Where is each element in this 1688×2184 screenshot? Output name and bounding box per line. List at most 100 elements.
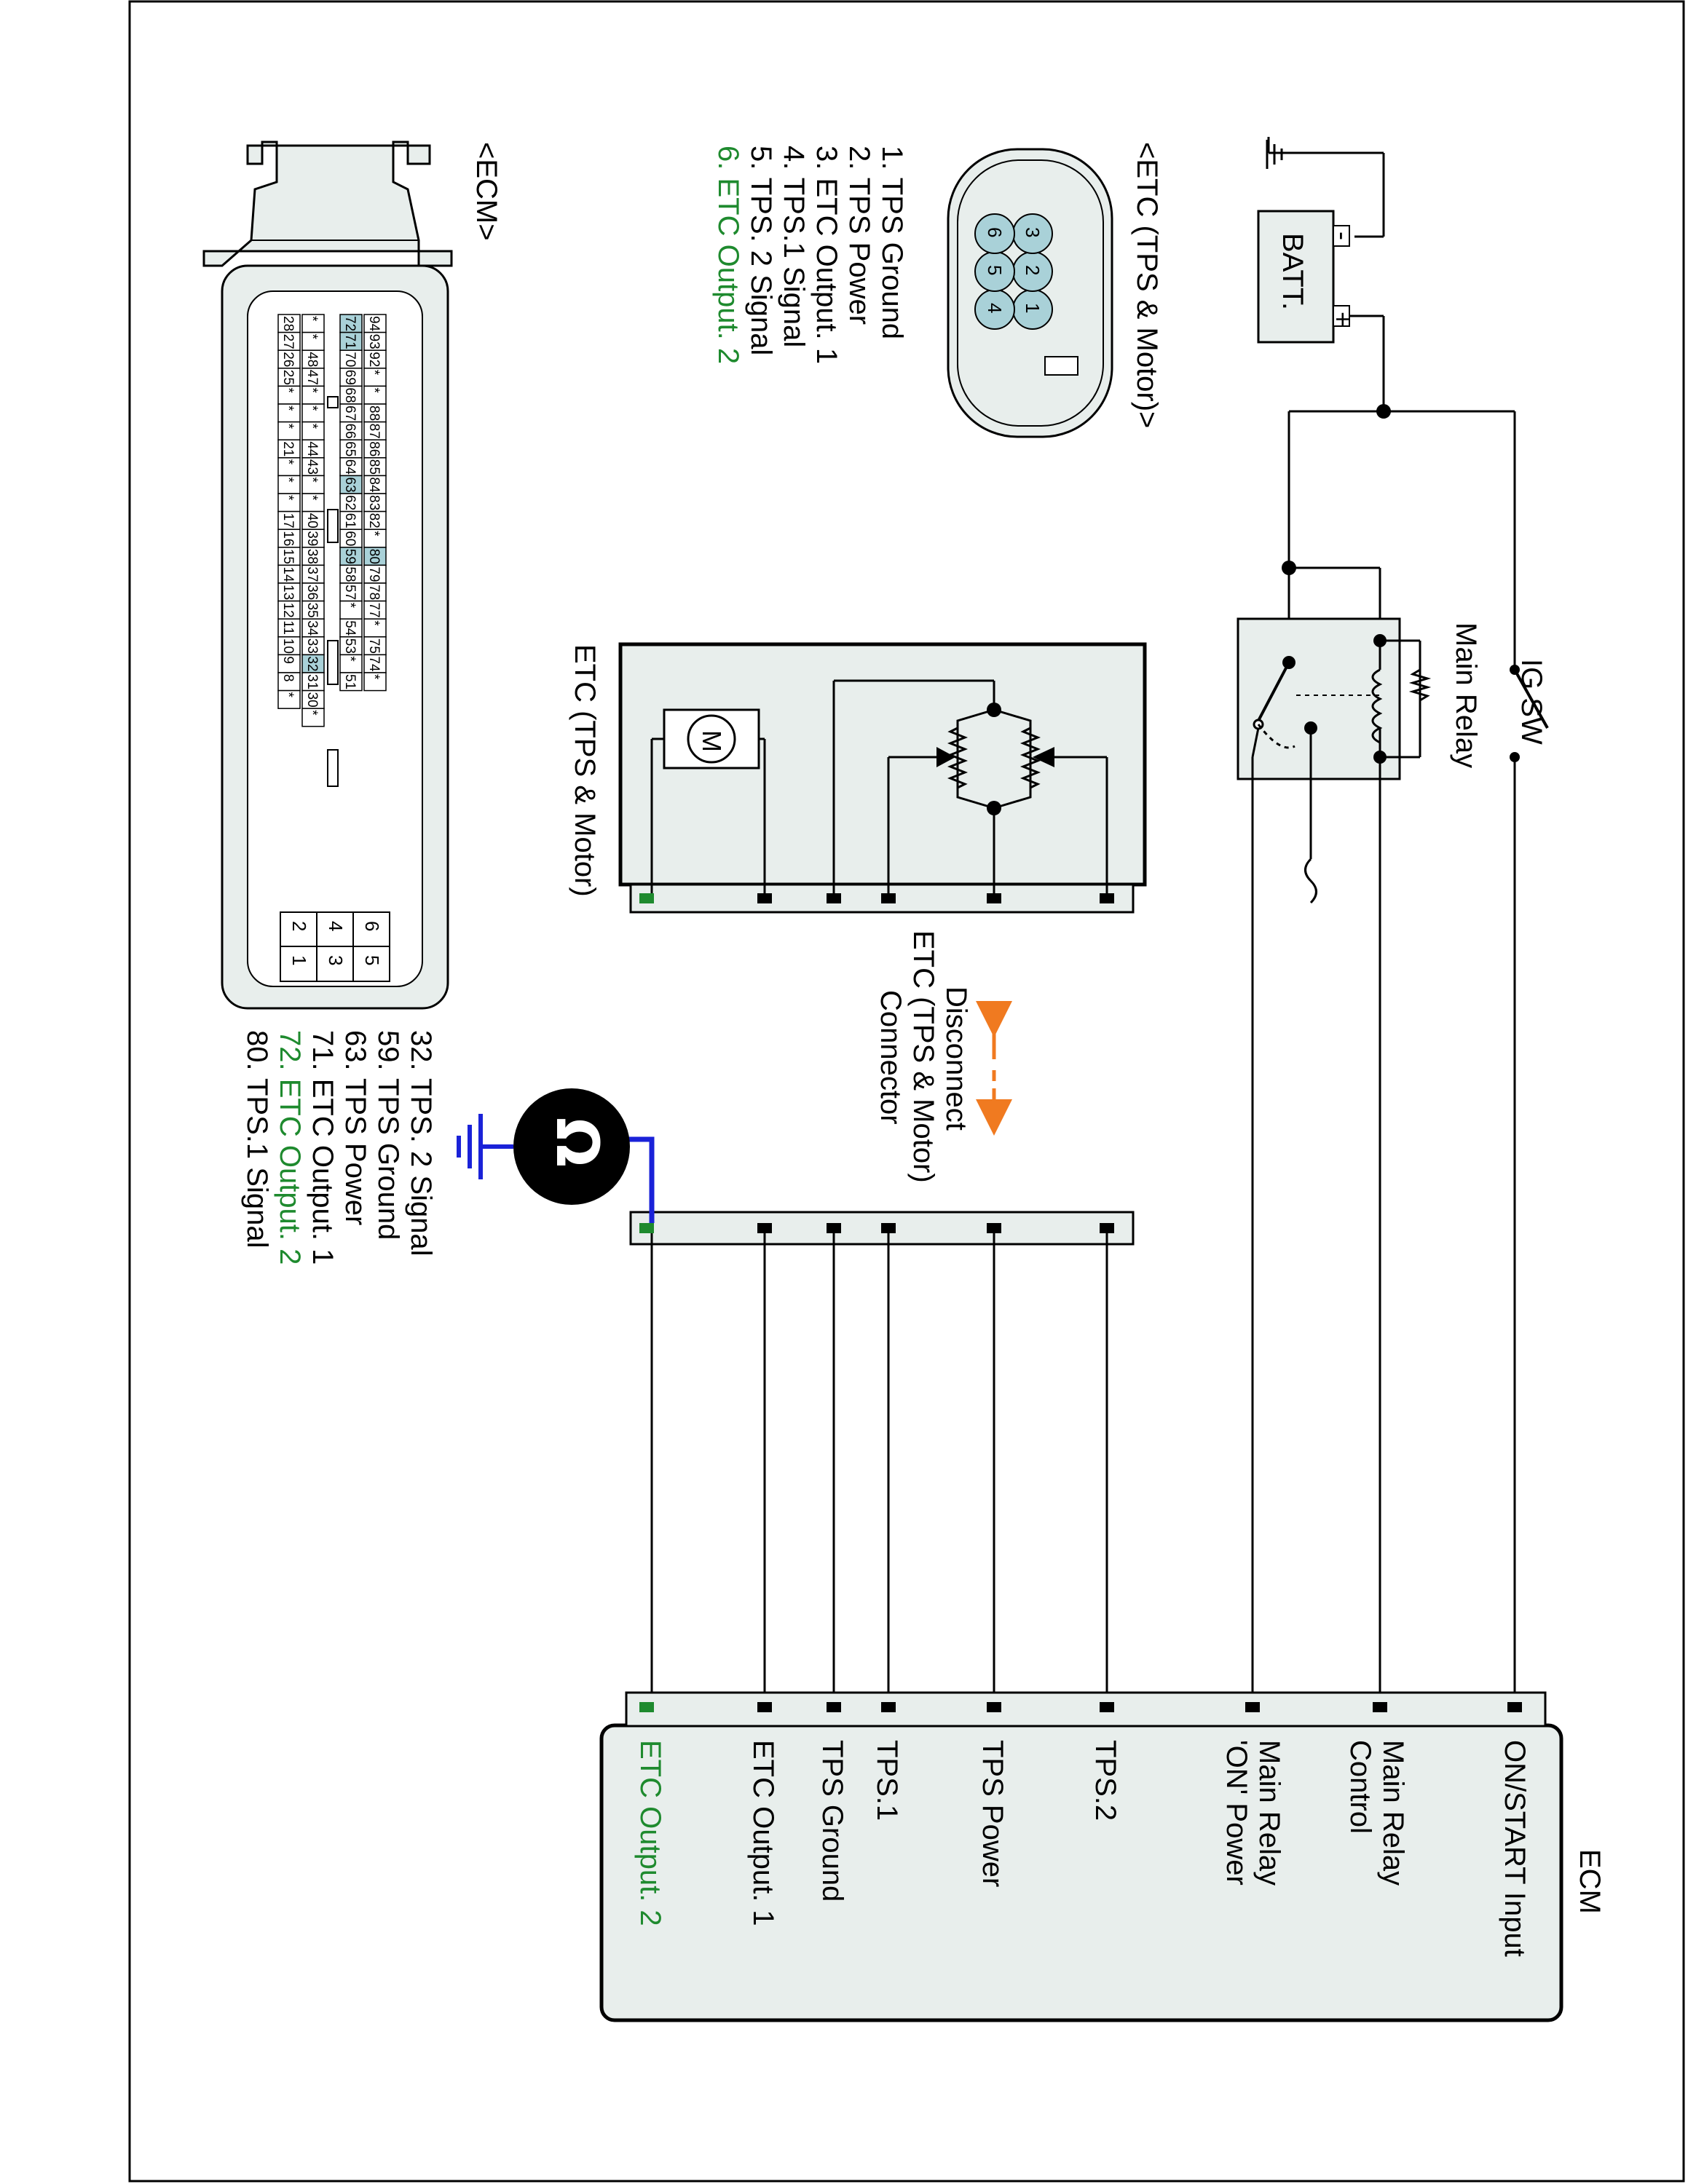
ecm-pin-label: * (280, 692, 296, 698)
ecm-pin-cell (301, 368, 325, 387)
ecm-pin-label: * (304, 477, 320, 483)
ecm-pin-cell (301, 636, 325, 656)
ecm-pin-cell (339, 368, 363, 387)
ecm-pin-label: 44 (304, 441, 320, 457)
ecm-pin-label: 14 (280, 566, 296, 582)
ecm-connector-latch (327, 640, 339, 685)
svg-text:3: 3 (325, 955, 347, 965)
ecm-term-relay-control-2: Control (1344, 1740, 1376, 1834)
ecm-pin-cell (301, 582, 325, 602)
cavity-2: 2 (1022, 265, 1044, 275)
ecm-pin-label: * (304, 495, 320, 501)
ecm-pin-cell (339, 349, 363, 369)
ecm-pin-label: 37 (304, 566, 320, 582)
ecm-pin-label: * (280, 477, 296, 483)
ecm-pin-cell (277, 689, 301, 709)
ecm-pin-label: 34 (304, 620, 320, 636)
ecm-pin-label: 78 (366, 585, 382, 600)
ecm-pin-label: * (366, 674, 382, 680)
ecm-pin-cell (339, 672, 363, 692)
ecm-pin-label: 69 (342, 370, 358, 385)
battery: BATT. - + (1257, 210, 1358, 344)
svg-text:63. TPS Power: 63. TPS Power (339, 1030, 371, 1225)
ecm-pin-label: 66 (342, 424, 358, 439)
ecm-pin-cell (301, 421, 325, 440)
ecm-pin-cell (339, 510, 363, 530)
ecm-pin-cell (301, 510, 325, 530)
ecm-pin-label: * (304, 316, 320, 322)
ecm-pin-label: 63 (342, 477, 358, 492)
ecm-pin-label: * (366, 531, 382, 537)
cavity-3: 3 (1022, 227, 1044, 237)
ecm-term-tps-ground: TPS Ground (816, 1740, 848, 1902)
ecm-pin-cell (277, 331, 301, 351)
ecm-pin-cell (277, 475, 301, 494)
ecm-pin-label: * (366, 387, 382, 393)
ecm-term-tps-power: TPS Power (977, 1740, 1009, 1887)
ecm-pin-cell (301, 331, 325, 351)
battery-label: BATT. (1277, 233, 1309, 310)
ecm-title: ECM (1574, 1849, 1606, 1914)
svg-text:1: 1 (288, 955, 310, 965)
etc-pin-list: 1. TPS Ground 2. TPS Power 3. ETC Output… (712, 146, 908, 364)
ecm-pin-label: 59 (342, 549, 358, 564)
ecm-pin-label: 30 (304, 692, 320, 708)
ecm-pin-cell (277, 439, 301, 459)
ecm-pin-label: 85 (366, 459, 382, 475)
ecm-pin-cell (363, 600, 387, 620)
battery-ground-icon (1266, 137, 1384, 169)
ecm-pin-cell (301, 493, 325, 513)
ecm-pin-label: 68 (342, 387, 358, 403)
ecm-pin-cell (363, 547, 387, 566)
ecm-pin-label: 21 (280, 441, 296, 456)
ecm-connector-face: 949392**88878685848382*80797877*7574*727… (202, 141, 453, 1010)
ecm-pin-label: 65 (342, 441, 358, 456)
ecm-pin-cell (277, 672, 301, 692)
ecm-pin-cell (363, 564, 387, 584)
ecm-term-on-start: ON/START Input (1499, 1740, 1531, 1957)
ecm-pin-label: * (280, 424, 296, 430)
ecm-pin-label: 16 (280, 531, 296, 546)
ecm-pin-label: * (280, 495, 296, 501)
ecm-pin-label: 93 (366, 334, 382, 349)
ecm-pin-label: 40 (304, 513, 320, 529)
ecm-pin-cell (277, 636, 301, 656)
disconnect-line2: ETC (TPS & Motor) (907, 930, 939, 1183)
ecm-pin-cell (363, 421, 387, 440)
ecm-pin-cell (301, 564, 325, 584)
ecm-pin-label: 70 (342, 352, 358, 367)
ecm-pin-cell (277, 349, 301, 369)
main-relay-label: Main Relay (1450, 622, 1482, 768)
ecm-pin-label: 36 (304, 585, 320, 600)
ecm-pin-label: 10 (280, 638, 296, 654)
ecm-pin-label: 94 (366, 316, 382, 332)
ecm-pin-label: 87 (366, 424, 382, 439)
ecm-pin-label: 47 (304, 370, 320, 385)
svg-text:4: 4 (325, 921, 347, 931)
svg-text:2. TPS Power: 2. TPS Power (843, 146, 875, 325)
ecm-pin-cell (339, 529, 363, 548)
ecm-pin-label: * (342, 656, 358, 662)
ecm-term-tps1: TPS.1 (871, 1740, 903, 1821)
ecm-pin-label: 48 (304, 352, 320, 367)
ecm-pin-label: * (280, 459, 296, 465)
etc-connector-title: <ETC (TPS & Motor)> (1131, 142, 1163, 428)
ecm-pin-label: 9 (280, 656, 296, 664)
ecm-pin-cell (277, 421, 301, 440)
etc-component-label: ETC (TPS & Motor) (569, 644, 601, 897)
ig-switch-label: IG SW (1515, 659, 1547, 745)
page-border (128, 0, 1685, 2183)
cavity-5: 5 (984, 265, 1006, 275)
svg-text:6: 6 (361, 921, 383, 931)
ecm-term-etc-output1: ETC Output. 1 (747, 1740, 779, 1926)
ecm-pin-label: 25 (280, 370, 296, 385)
ecm-pin-label: * (366, 370, 382, 376)
ecm-pin-cell (277, 600, 301, 620)
ecm-pin-cell (277, 529, 301, 548)
ecm-pin-cell (363, 672, 387, 692)
ecm-pin-label: 58 (342, 566, 358, 582)
ecm-pin-cell (363, 457, 387, 477)
ecm-pin-label: 32 (304, 656, 320, 671)
ecm-pin-label: 43 (304, 459, 320, 475)
